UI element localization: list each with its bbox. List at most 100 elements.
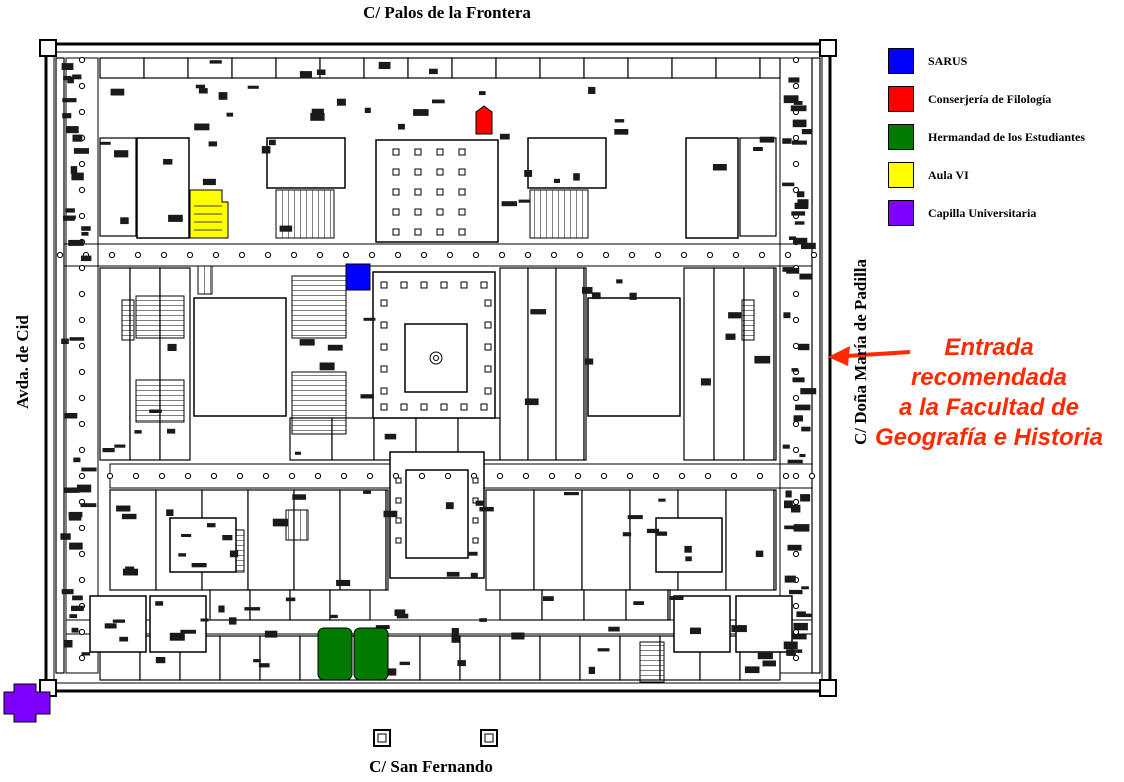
entrance-note-line-4: Geografía e Historia — [874, 424, 1104, 451]
room-label-block — [64, 413, 78, 419]
room-label-block — [207, 523, 216, 528]
stairs — [121, 189, 755, 683]
pillar — [395, 537, 402, 544]
room — [219, 635, 261, 681]
room-label-block — [499, 133, 510, 140]
column — [680, 251, 688, 259]
room-label-blocks — [60, 60, 817, 676]
room-label-block — [597, 648, 610, 652]
column — [418, 472, 426, 480]
room-label-block — [801, 129, 813, 135]
room — [495, 57, 541, 79]
room-label-block — [614, 129, 629, 135]
room-label-block — [114, 150, 129, 158]
room-label-block — [446, 571, 460, 577]
column — [792, 472, 800, 480]
room-label-block — [327, 344, 343, 351]
pillar — [392, 168, 400, 176]
column — [792, 186, 800, 194]
room-label-block — [394, 609, 406, 616]
room-label-block — [72, 74, 82, 80]
rooms — [55, 57, 821, 681]
room — [385, 489, 389, 591]
column — [792, 160, 800, 168]
room-label-block — [791, 368, 799, 372]
room-label-block — [60, 533, 71, 540]
room-label-block — [608, 626, 620, 632]
pillar — [414, 168, 422, 176]
room — [319, 57, 365, 79]
room-label-block — [786, 649, 796, 656]
room-label-block — [110, 88, 125, 96]
room — [541, 589, 585, 621]
pillar — [414, 228, 422, 236]
room-label-block — [788, 77, 800, 83]
legend-label-conserjeria: Conserjería de Filología — [928, 92, 1052, 106]
column — [288, 472, 296, 480]
room-label-block — [783, 641, 798, 650]
column — [628, 251, 636, 259]
pillar — [472, 497, 479, 504]
room-label-block — [285, 597, 296, 602]
room-label-block — [364, 107, 371, 113]
room — [533, 489, 583, 591]
room-label-block — [169, 632, 185, 641]
legend-swatch-sarus — [888, 48, 914, 74]
room-label-block — [785, 490, 792, 498]
column — [678, 472, 686, 480]
room — [715, 57, 761, 79]
room-label-block — [167, 428, 176, 434]
room — [683, 267, 715, 461]
column — [78, 290, 86, 298]
pillar — [380, 403, 388, 411]
room — [499, 635, 541, 681]
column — [600, 472, 608, 480]
column — [602, 251, 610, 259]
legend-swatch-aula-vi — [888, 162, 914, 188]
room-label-block — [793, 524, 810, 532]
room-label-block — [229, 550, 239, 558]
column — [792, 56, 800, 64]
hermandad-zone-2 — [353, 627, 389, 681]
column — [78, 108, 86, 116]
room-label-block — [247, 85, 259, 89]
column — [420, 251, 428, 259]
room-label-block — [134, 430, 142, 434]
column — [704, 472, 712, 480]
column — [498, 251, 506, 259]
room — [407, 57, 453, 79]
outer-wall — [811, 57, 821, 674]
room-label-block — [63, 75, 72, 81]
room-label-block — [62, 113, 72, 119]
room-label-block — [629, 292, 637, 300]
room — [275, 57, 321, 79]
room-label-block — [725, 333, 736, 340]
street-north-label: C/ Palos de la Frontera — [363, 3, 531, 22]
pillar — [400, 403, 408, 411]
column — [78, 82, 86, 90]
room-label-block — [81, 652, 91, 656]
pillar — [380, 387, 388, 395]
room-label-block — [793, 622, 808, 631]
room-label-block — [564, 492, 579, 496]
legend-swatch-hermandad — [888, 124, 914, 150]
room-label-block — [796, 191, 805, 198]
column — [654, 251, 662, 259]
room-label-block — [65, 126, 79, 134]
pillar — [436, 208, 444, 216]
room-label-block — [800, 388, 817, 395]
room-label-block — [429, 68, 438, 75]
room-label-block — [731, 625, 747, 633]
room-label-block — [311, 108, 324, 115]
room-label-block — [789, 589, 803, 595]
pillar — [380, 299, 388, 307]
room-label-block — [68, 511, 83, 518]
room — [583, 57, 629, 79]
legend-label-sarus: SARUS — [928, 54, 968, 68]
room-label-block — [272, 518, 288, 527]
room — [627, 57, 673, 79]
column — [446, 251, 454, 259]
room-label-block — [194, 123, 210, 131]
room-label-block — [791, 504, 801, 513]
column — [368, 251, 376, 259]
